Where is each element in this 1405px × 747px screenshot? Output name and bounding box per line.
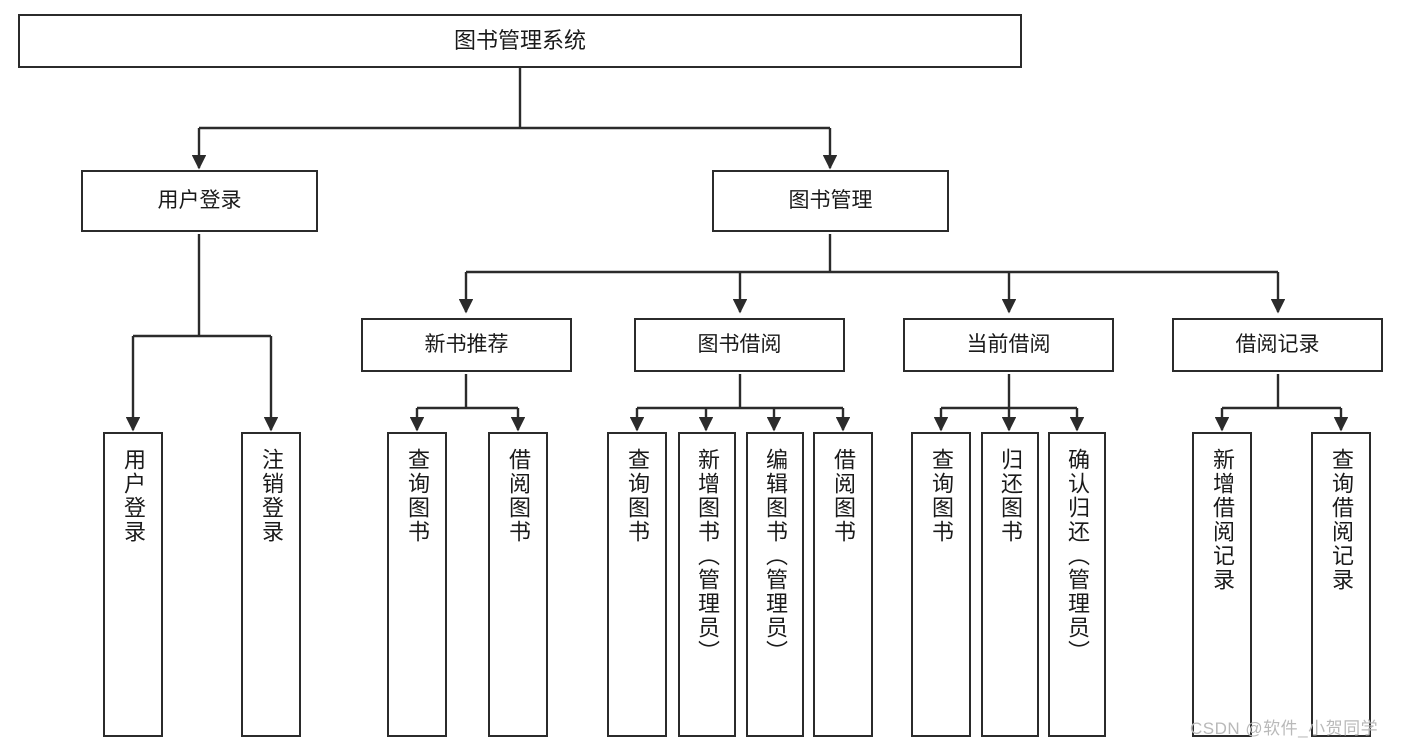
- leaf-borrow-book-recommend[interactable]: 借阅图书: [488, 432, 548, 737]
- node-label: 借阅记录: [1235, 332, 1320, 356]
- node-label: 注销登录: [259, 448, 284, 544]
- leaf-user-login[interactable]: 用户登录: [103, 432, 163, 737]
- node-current-borrow[interactable]: 当前借阅: [903, 318, 1114, 372]
- node-borrow-record[interactable]: 借阅记录: [1172, 318, 1383, 372]
- node-label: 图书借阅: [697, 332, 782, 356]
- node-label: 归还图书: [998, 448, 1023, 544]
- node-label: 当前借阅: [966, 332, 1051, 356]
- leaf-add-borrow-record[interactable]: 新增借阅记录: [1192, 432, 1252, 737]
- node-label: 图书管理系统: [453, 28, 586, 54]
- node-root-book-management-system[interactable]: 图书管理系统: [18, 14, 1022, 68]
- node-label: 用户登录: [157, 188, 242, 212]
- node-label: 新增图书（管理员）: [695, 448, 720, 664]
- node-book-borrow[interactable]: 图书借阅: [634, 318, 845, 372]
- node-label: 确认归还（管理员）: [1065, 448, 1090, 664]
- node-label: 借阅图书: [831, 448, 856, 544]
- node-label: 新书推荐: [424, 332, 509, 356]
- leaf-edit-book-admin[interactable]: 编辑图书（管理员）: [746, 432, 804, 737]
- node-new-book-recommend[interactable]: 新书推荐: [361, 318, 572, 372]
- leaf-query-book-borrow[interactable]: 查询图书: [607, 432, 667, 737]
- leaf-query-book-recommend[interactable]: 查询图书: [387, 432, 447, 737]
- node-label: 借阅图书: [506, 448, 531, 544]
- leaf-add-book-admin[interactable]: 新增图书（管理员）: [678, 432, 736, 737]
- node-label: 查询图书: [405, 448, 430, 544]
- leaf-borrow-book[interactable]: 借阅图书: [813, 432, 873, 737]
- node-label: 查询借阅记录: [1329, 448, 1354, 592]
- leaf-query-book-current[interactable]: 查询图书: [911, 432, 971, 737]
- node-label: 用户登录: [121, 448, 146, 544]
- csdn-watermark: CSDN @软件_小贺同学: [1190, 719, 1379, 738]
- leaf-logout-login[interactable]: 注销登录: [241, 432, 301, 737]
- node-label: 新增借阅记录: [1210, 448, 1235, 592]
- leaf-confirm-return-admin[interactable]: 确认归还（管理员）: [1048, 432, 1106, 737]
- node-label: 编辑图书（管理员）: [763, 448, 788, 664]
- node-label: 图书管理: [788, 188, 873, 212]
- node-user-login[interactable]: 用户登录: [81, 170, 318, 232]
- node-label: 查询图书: [625, 448, 650, 544]
- leaf-return-book[interactable]: 归还图书: [981, 432, 1039, 737]
- node-label: 查询图书: [929, 448, 954, 544]
- leaf-query-borrow-record[interactable]: 查询借阅记录: [1311, 432, 1371, 737]
- node-book-management[interactable]: 图书管理: [712, 170, 949, 232]
